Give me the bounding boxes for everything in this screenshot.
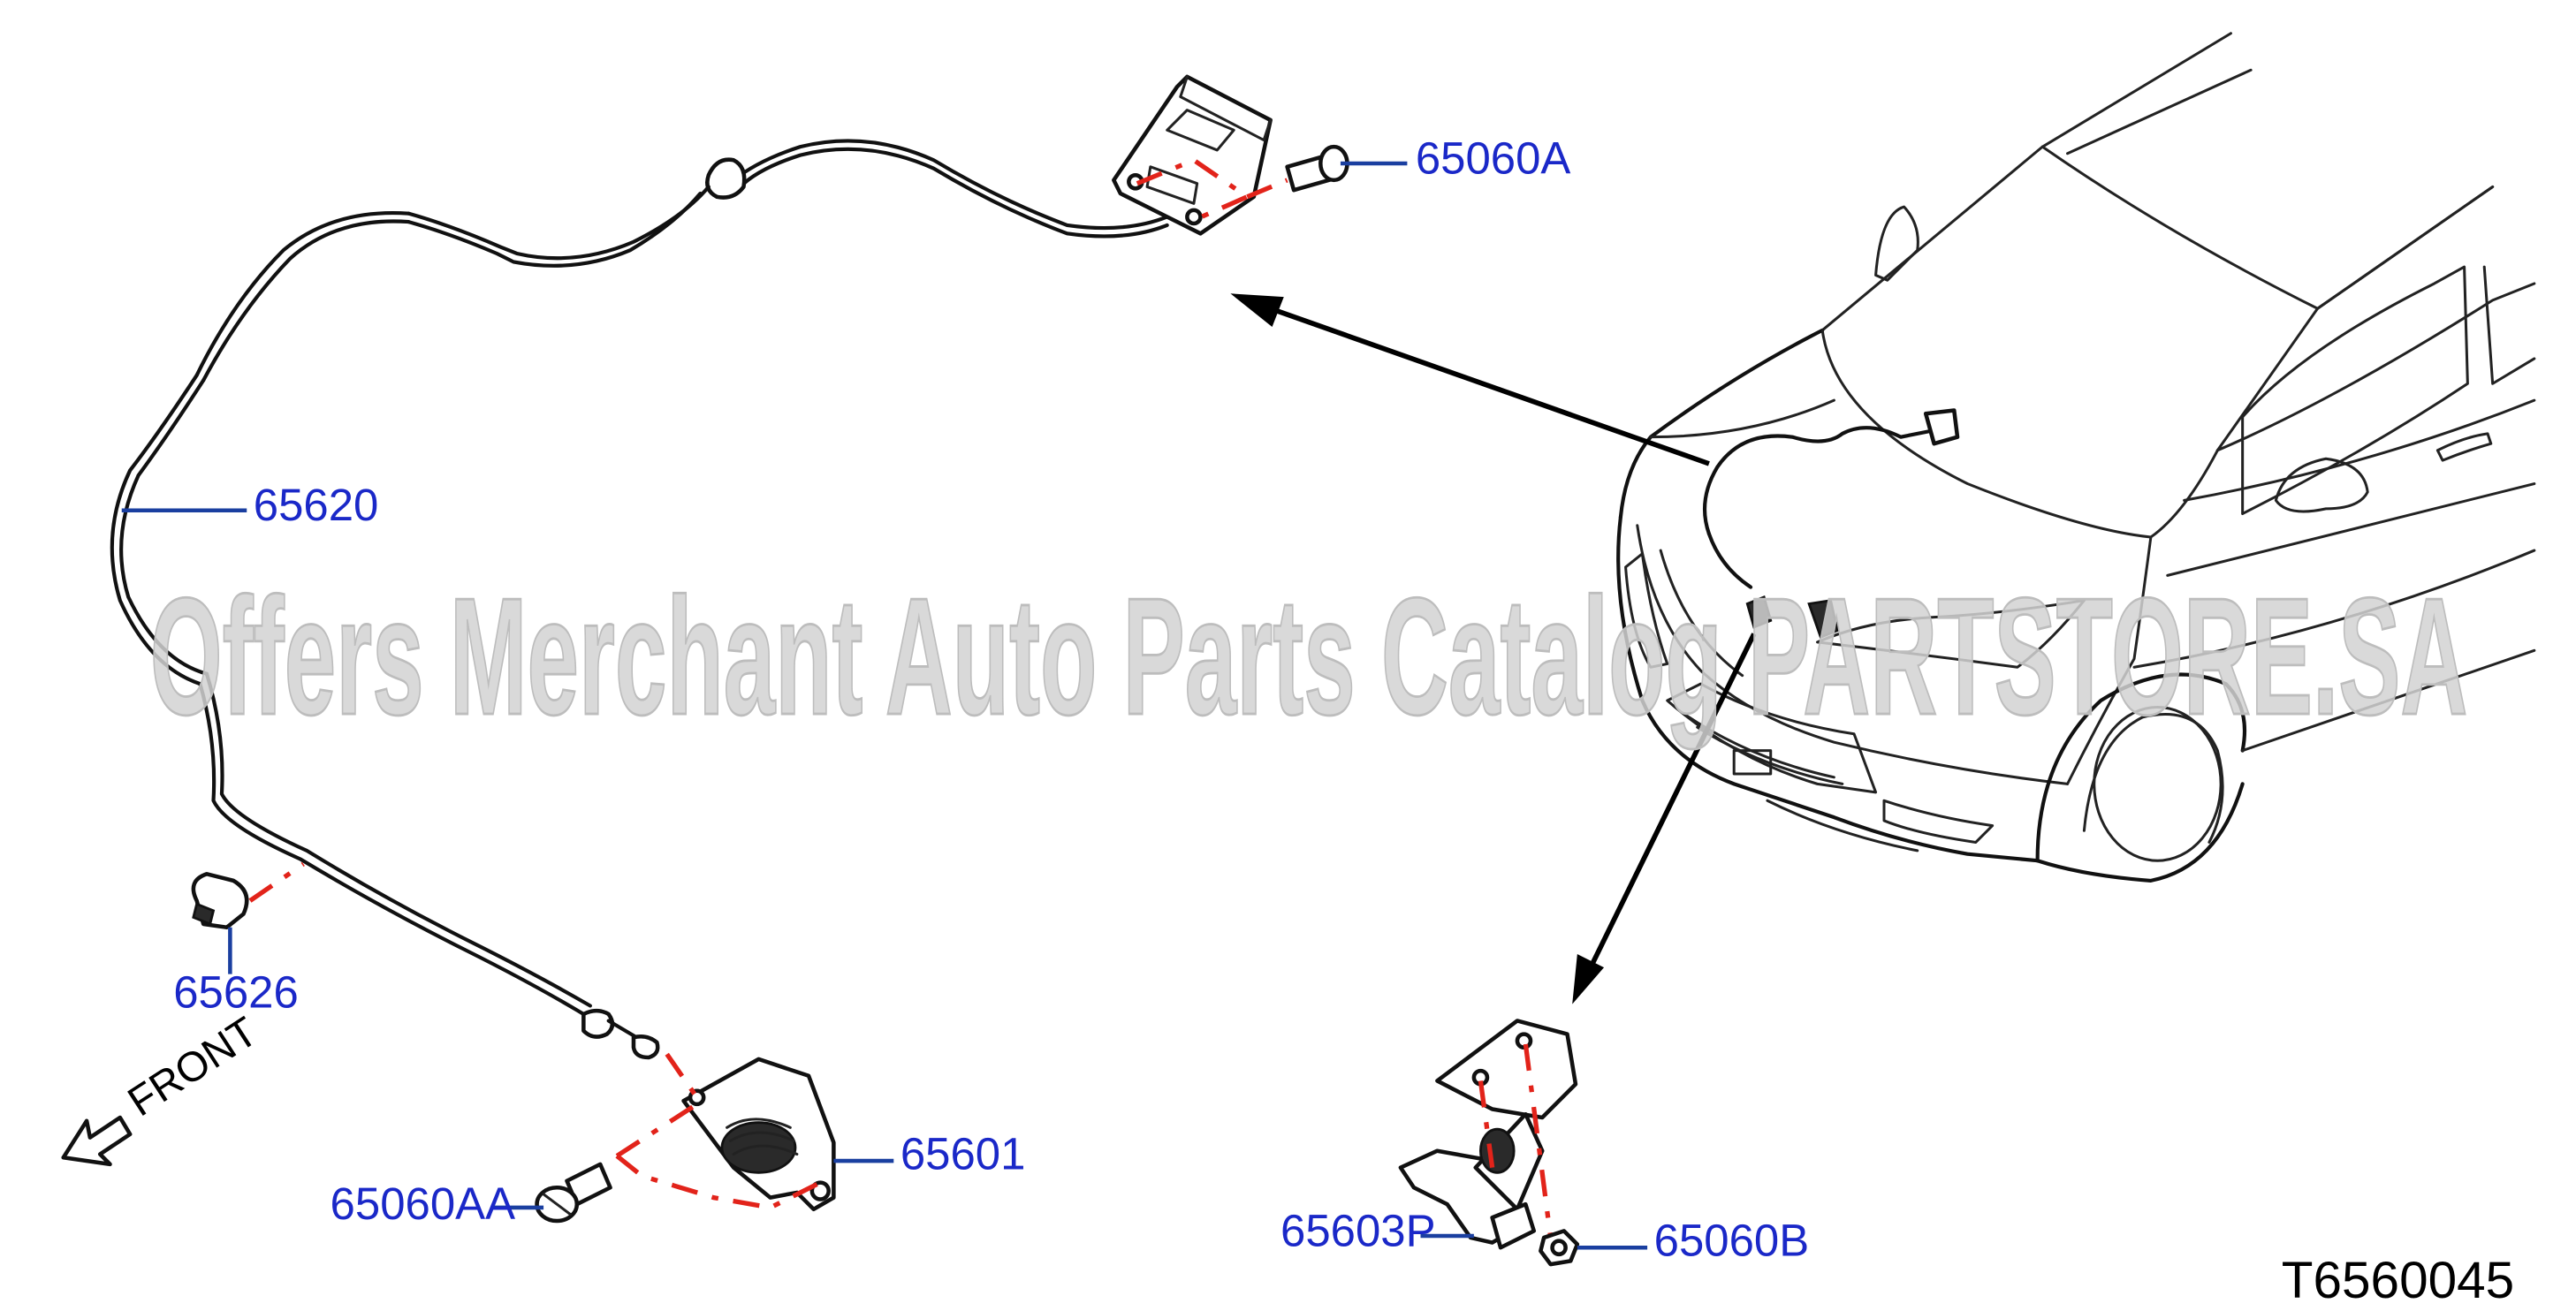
nut-65060B bbox=[1539, 1229, 1580, 1267]
leader-lines bbox=[121, 161, 1648, 1250]
hood-release-bracket bbox=[1112, 74, 1288, 236]
watermark: Offers Merchant Auto Parts Catalog PARTS… bbox=[150, 563, 2468, 749]
hood-lock bbox=[615, 1052, 836, 1212]
callout-arrows bbox=[1230, 293, 1757, 1004]
label-65060B[interactable]: 65060B bbox=[1654, 1216, 1810, 1266]
label-65626[interactable]: 65626 bbox=[173, 966, 299, 1017]
front-indicator: FRONT bbox=[61, 1007, 265, 1167]
bolt-65060A bbox=[1285, 144, 1349, 193]
hood-lock-cable bbox=[110, 139, 1169, 1060]
bolt-65060AA bbox=[535, 1162, 612, 1224]
label-65060A[interactable]: 65060A bbox=[1416, 133, 1571, 183]
part-labels: 65060A 65620 65626 65601 65060AA 65603P … bbox=[173, 133, 1809, 1265]
cable-clip bbox=[191, 861, 305, 930]
label-65603P[interactable]: 65603P bbox=[1280, 1205, 1436, 1255]
diagram-code: T6560045 bbox=[2282, 1252, 2514, 1309]
label-65060AA[interactable]: 65060AA bbox=[331, 1178, 516, 1229]
label-65620[interactable]: 65620 bbox=[254, 480, 379, 530]
vehicle-illustration bbox=[1616, 32, 2536, 883]
label-65601[interactable]: 65601 bbox=[900, 1129, 1026, 1179]
front-label: FRONT bbox=[119, 1007, 265, 1125]
lock-bracket bbox=[1398, 1019, 1578, 1250]
